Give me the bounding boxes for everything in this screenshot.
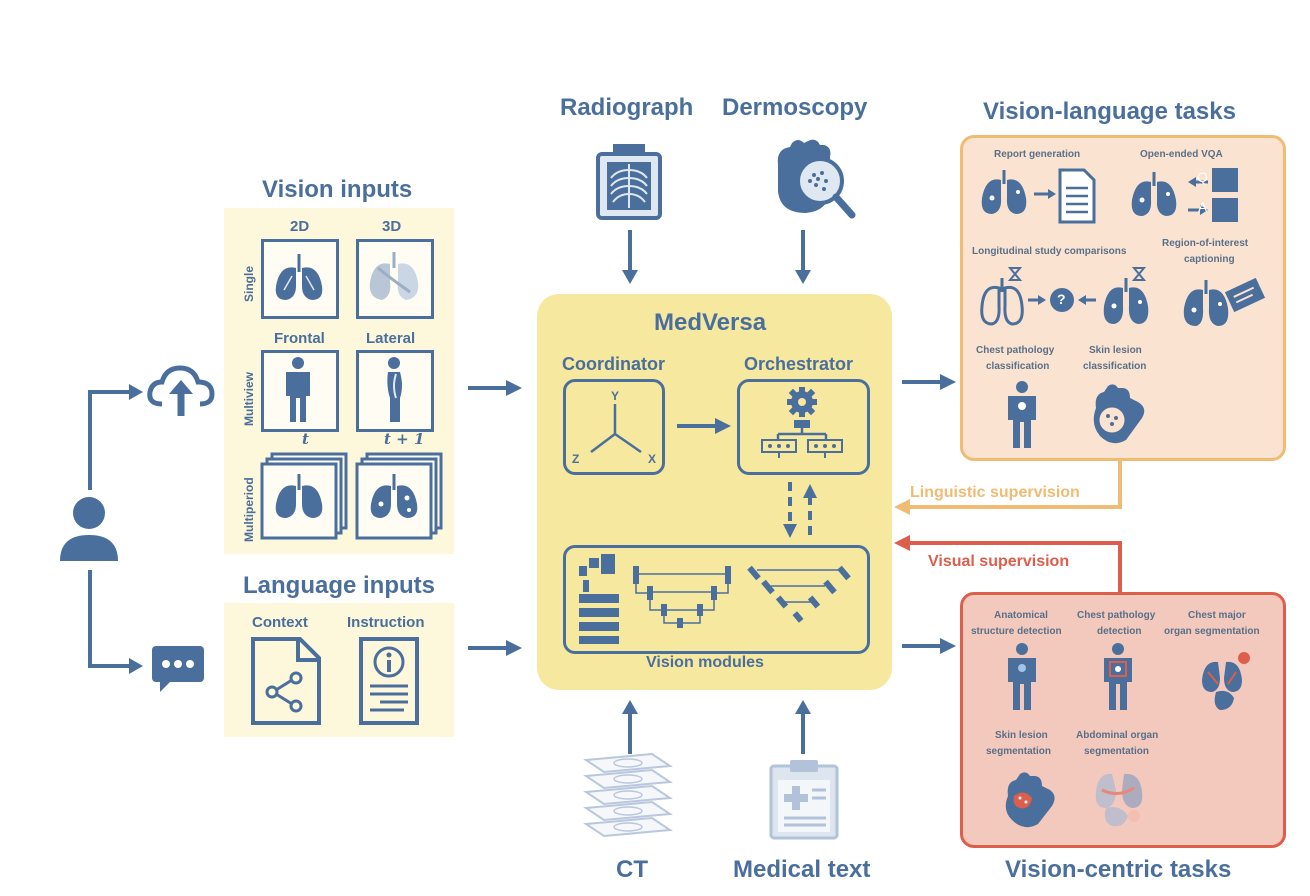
lung-2d-icon (275, 254, 323, 300)
roi-captioning-label-1: Region-of-interest (1162, 238, 1249, 249)
skin-seg-label-2: segmentation (986, 746, 1052, 757)
vqa-q-label: Q (1197, 169, 1208, 185)
multiperiod-t1-stack (355, 452, 443, 540)
ct-stack-icon (583, 752, 673, 838)
open-vqa-icon (1131, 168, 1238, 222)
arrow-ct-up (622, 700, 638, 754)
arrow-language-to-medversa (468, 640, 522, 656)
instruction-label: Instruction (347, 614, 425, 631)
medversa-title: MedVersa (654, 309, 767, 336)
arrow-vision-to-medversa (468, 380, 522, 396)
vision-modules-networks-icon (579, 554, 851, 644)
skin-cls-hand-icon (1093, 384, 1145, 444)
axis-x-label: X (648, 452, 657, 466)
col-3d-label: 3D (382, 218, 402, 235)
abd-seg-label-2: segmentation (1084, 746, 1150, 757)
row-multiperiod-label: Multiperiod (242, 477, 256, 542)
linguistic-supervision-line (894, 455, 1122, 515)
vision-modules-label: Vision modules (646, 654, 764, 671)
chest-cls-label-2: classification (986, 361, 1050, 372)
skin-seg-label-1: Skin lesion (995, 730, 1048, 741)
organ-seg-label-2: organ segmentation (1164, 626, 1260, 637)
chest-cls-label-1: Chest pathology (976, 345, 1055, 356)
longitudinal-icon (980, 267, 1149, 326)
roi-captioning-icon (1183, 277, 1266, 326)
coordinator-label: Coordinator (562, 354, 665, 374)
question-mark-glyph: ? (1057, 291, 1066, 307)
context-share-icon (251, 637, 321, 725)
orchestrator-box (737, 379, 870, 475)
arrow-medversa-to-vl (902, 374, 956, 390)
axis-z-label: Z (572, 452, 580, 466)
vision-inputs-title: Vision inputs (262, 176, 413, 203)
anat-det-label-1: Anatomical (994, 610, 1048, 621)
lung-3d-icon (369, 252, 419, 300)
medical-text-label: Medical text (733, 856, 871, 883)
chest-cls-body-icon (1008, 381, 1036, 448)
chat-icon (152, 646, 204, 692)
open-vqa-label: Open-ended VQA (1140, 149, 1223, 160)
abd-seg-label-1: Abdominal organ (1076, 730, 1159, 741)
vl-tasks-title: Vision-language tasks (983, 98, 1236, 125)
instruction-info-icon (359, 637, 419, 725)
coordinator-box (563, 379, 665, 475)
organ-seg-icon (1202, 652, 1250, 710)
time-t1-label: t + 1 (384, 430, 425, 448)
frontal-body-icon (286, 357, 310, 422)
lateral-label: Lateral (366, 330, 416, 347)
user-connector-lines (88, 384, 143, 674)
arrow-dermoscopy-down (795, 230, 811, 284)
radiograph-icon (596, 144, 662, 220)
frontal-label: Frontal (274, 330, 325, 347)
axis-y-label: Y (611, 389, 620, 403)
orchestrator-label: Orchestrator (744, 354, 854, 374)
report-generation-label: Report generation (994, 149, 1081, 160)
arrow-radiograph-down (622, 230, 638, 284)
organ-seg-label-1: Chest major (1188, 610, 1246, 621)
clipboard-icon (769, 760, 839, 840)
radiograph-label: Radiograph (560, 94, 694, 121)
arrow-coordinator-to-orchestrator (677, 418, 731, 434)
language-inputs-title: Language inputs (243, 572, 435, 599)
vision-modules-box (563, 545, 870, 654)
cloud-upload-icon (147, 365, 215, 416)
skin-seg-hand-icon (1005, 772, 1055, 828)
skin-cls-label-2: classification (1083, 361, 1147, 372)
arrow-medversa-to-vc (902, 638, 956, 654)
visual-supervision-line (894, 535, 1122, 595)
vc-tasks-title: Vision-centric tasks (1005, 856, 1232, 883)
longitudinal-label: Longitudinal study comparisons (972, 246, 1127, 257)
user-icon (60, 497, 118, 561)
col-2d-label: 2D (290, 218, 310, 235)
anatomical-body-icon (1008, 643, 1036, 710)
visual-supervision-label: Visual supervision (928, 553, 1070, 570)
axes-icon (590, 404, 642, 454)
chest-det-label-2: detection (1097, 626, 1142, 637)
dermoscopy-label: Dermoscopy (722, 94, 868, 121)
lateral-body-icon (387, 357, 402, 422)
single-2d-frame (261, 239, 339, 319)
skin-cls-label-1: Skin lesion (1089, 345, 1142, 356)
context-label: Context (252, 614, 308, 631)
linguistic-supervision-label: Linguistic supervision (910, 484, 1080, 501)
row-multiview-label: Multiview (242, 371, 256, 426)
chest-det-label-1: Chest pathology (1077, 610, 1156, 621)
dashed-bidirectional-arrows (783, 482, 817, 538)
vqa-a-label: A (1198, 199, 1208, 215)
abdominal-seg-icon (1095, 773, 1143, 827)
anat-det-label-2: structure detection (971, 626, 1062, 637)
report-generation-icon (981, 168, 1096, 224)
ct-label: CT (616, 856, 648, 883)
time-t-label: t (302, 430, 309, 448)
row-single-label: Single (242, 265, 256, 302)
dermoscopy-icon (777, 139, 856, 219)
orchestrator-gear-icon (761, 387, 843, 458)
chest-det-body-icon (1104, 643, 1132, 710)
multiperiod-t-stack (260, 452, 348, 540)
roi-captioning-label-2: captioning (1184, 254, 1235, 265)
arrow-medical-text-up (795, 700, 811, 754)
